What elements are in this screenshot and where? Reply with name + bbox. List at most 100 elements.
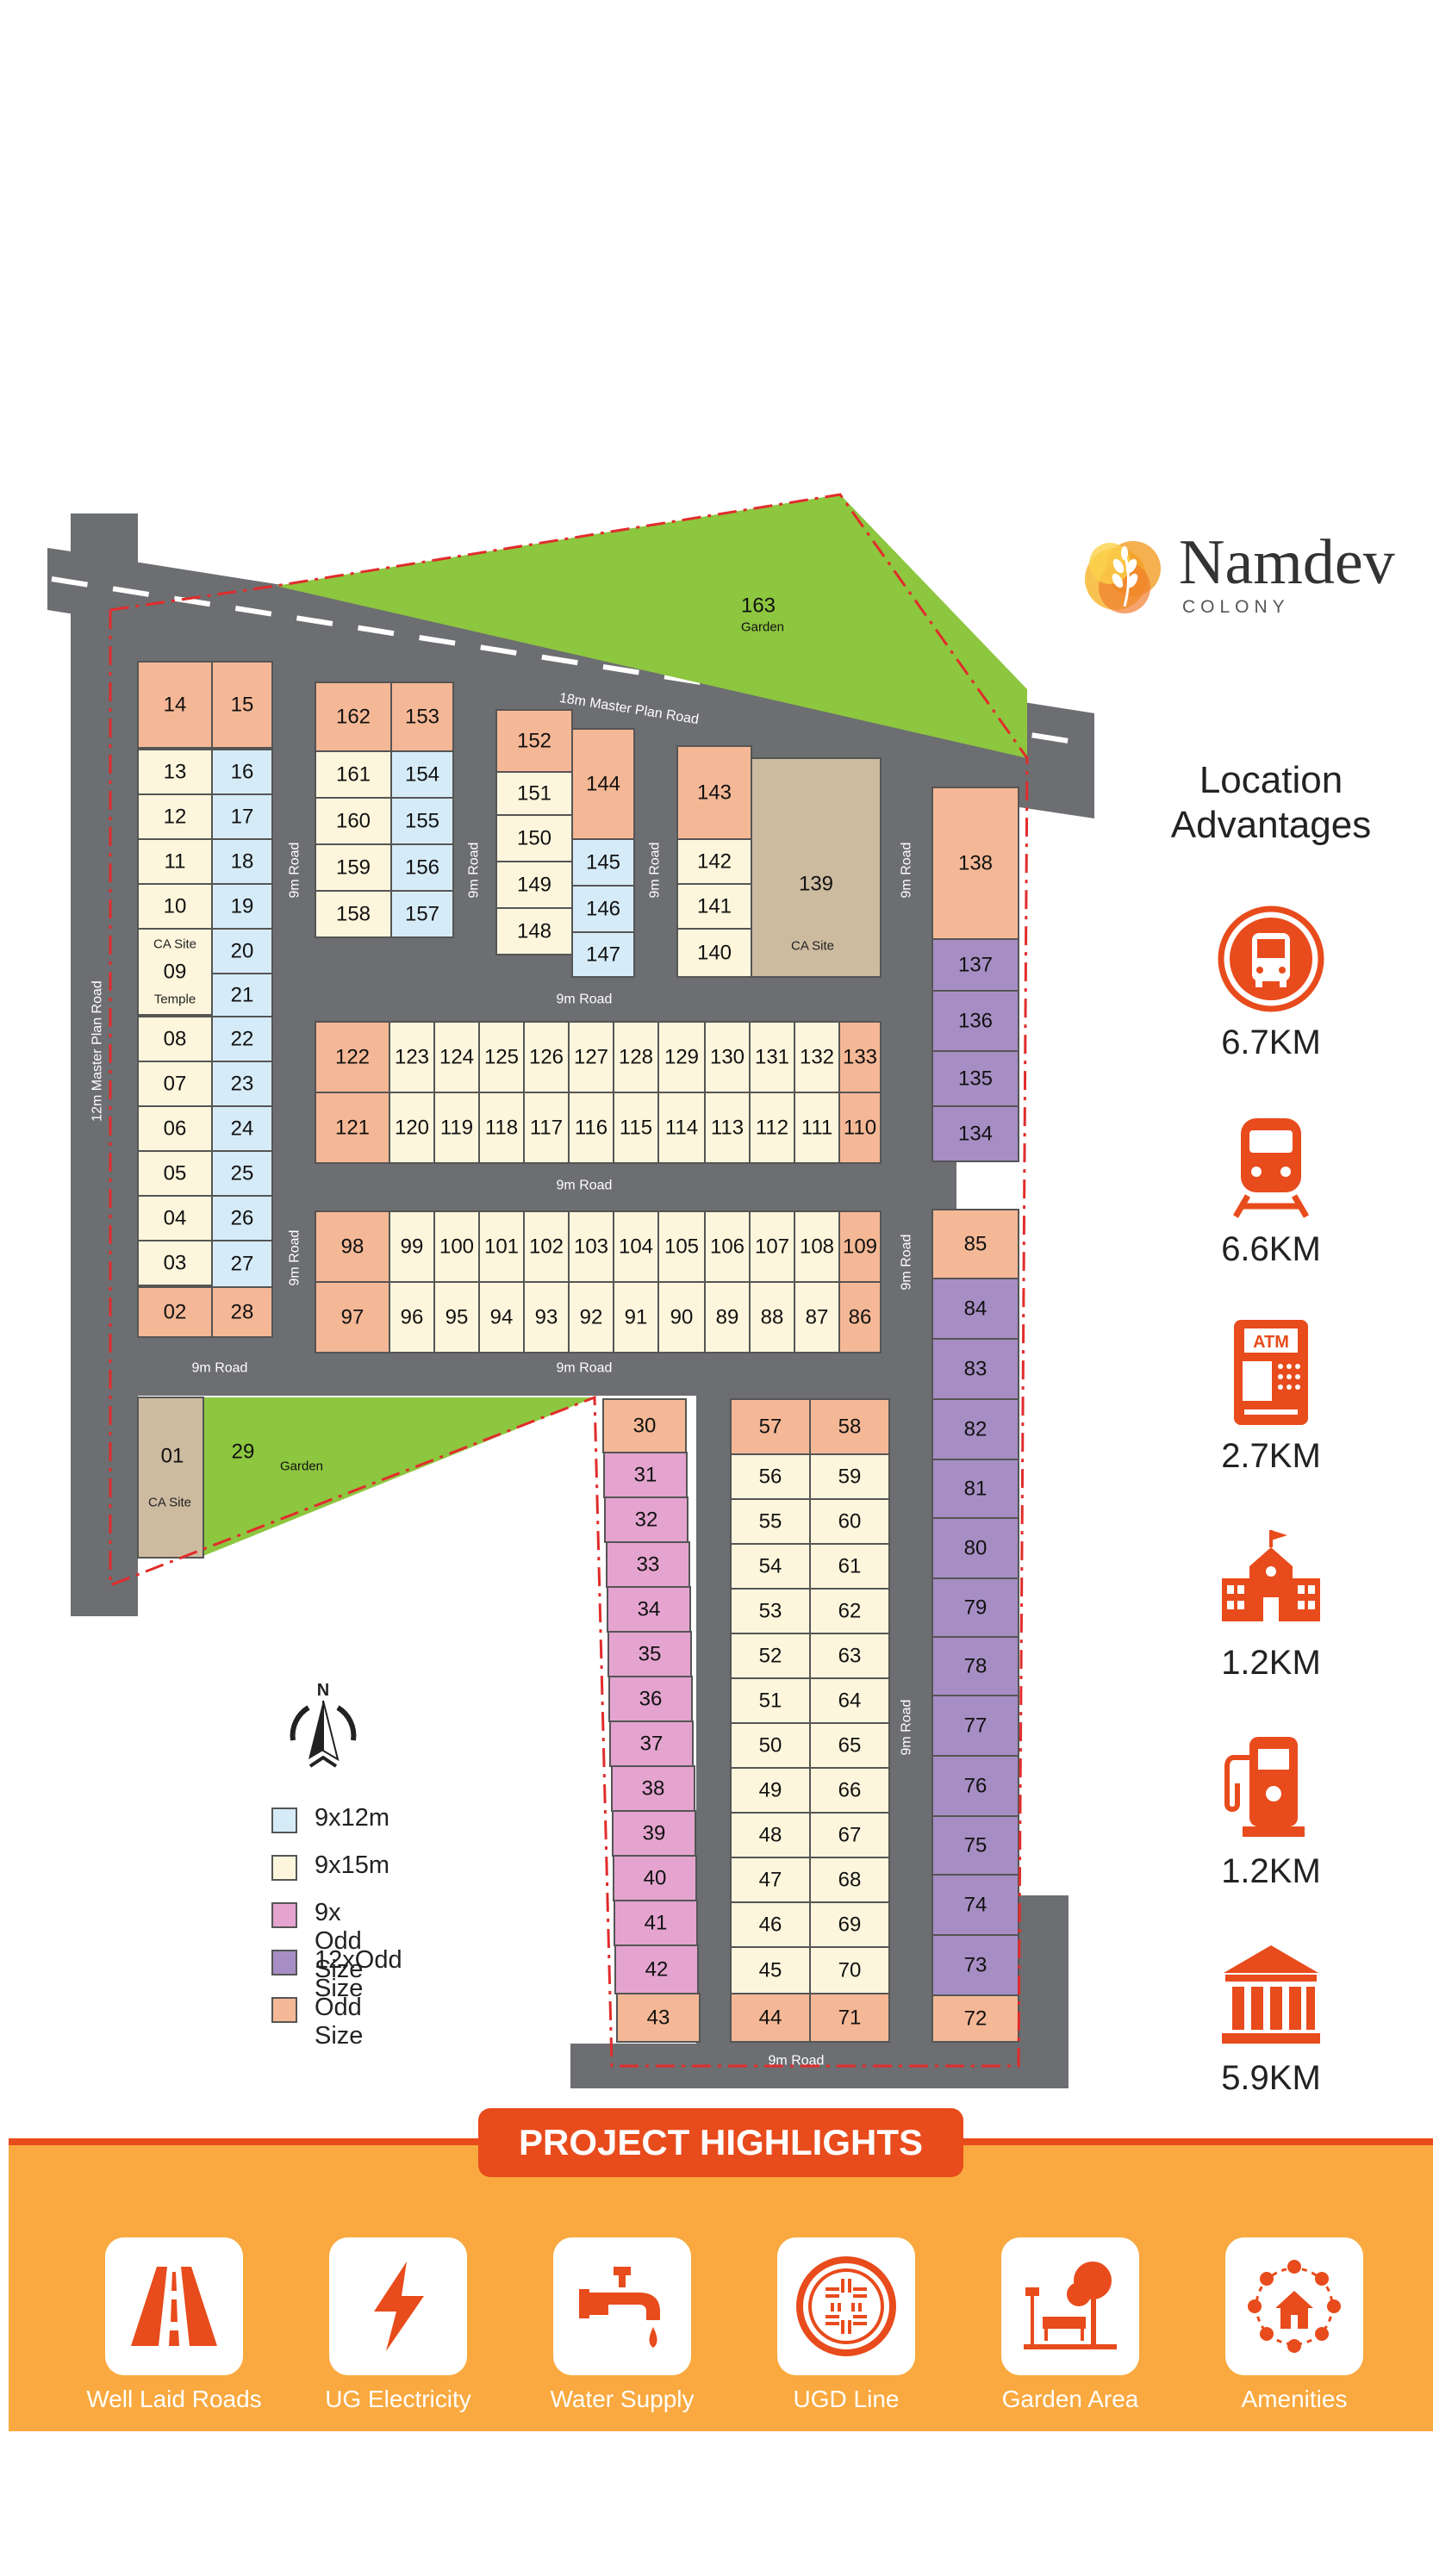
plot-01-num: 01 [161, 1445, 184, 1468]
plot-51-num: 51 [759, 1689, 782, 1713]
plot-44-num: 44 [759, 2007, 782, 2030]
plot-33-num: 33 [637, 1553, 660, 1577]
plot-145 [571, 838, 635, 887]
plot-52 [730, 1633, 811, 1679]
highlight-water: Water Supply [517, 2237, 724, 2431]
road-label-9m-l: 9m Road [769, 2054, 825, 2069]
plot-96 [389, 1281, 435, 1353]
plot-107 [749, 1210, 795, 1283]
plot-97 [315, 1281, 390, 1353]
plot-43 [616, 1993, 701, 2043]
plot-155-num: 155 [405, 810, 439, 833]
road-label-9m-f: 9m Road [557, 1179, 613, 1193]
plot-109-num: 109 [843, 1235, 877, 1259]
plot-16 [211, 749, 273, 795]
plot-89 [704, 1281, 751, 1353]
plot-100 [433, 1210, 480, 1283]
plot-114 [657, 1092, 706, 1164]
highlight-electricity: UG Electricity [293, 2237, 500, 2431]
plot-120 [389, 1092, 435, 1164]
plot-124-num: 124 [439, 1046, 474, 1069]
plot-49 [730, 1767, 811, 1814]
plot-147 [571, 931, 635, 978]
plot-29-num-visible: 29 [232, 1440, 255, 1464]
plot-159 [315, 843, 392, 892]
plot-39 [612, 1810, 696, 1857]
plot-23-num: 23 [231, 1073, 254, 1096]
north-compass-icon: N [290, 1681, 357, 1768]
plot-09 [137, 928, 213, 1016]
plot-66-num: 66 [838, 1779, 862, 1802]
plot-114-num: 114 [665, 1117, 698, 1140]
plot-75-num: 75 [964, 1834, 988, 1857]
plot-44 [730, 1993, 811, 2043]
plot-48 [730, 1812, 811, 1858]
plot-64 [809, 1677, 890, 1724]
plot-71 [809, 1993, 890, 2043]
plot-157 [390, 890, 454, 938]
plot-74-num: 74 [964, 1894, 988, 1917]
plot-14-num: 14 [164, 694, 187, 717]
plot-154-num: 154 [405, 763, 439, 787]
plot-112 [749, 1092, 795, 1164]
plot-22-num: 22 [231, 1028, 254, 1051]
plot-06-num: 06 [164, 1117, 187, 1141]
plot-156-num: 156 [405, 856, 439, 880]
brand-logo-block: Namdev COLONY [1077, 517, 1422, 629]
road-label-9m-j: 9m Road [900, 1235, 914, 1291]
plot-144-num: 144 [586, 773, 620, 796]
plot-145-num: 145 [586, 851, 620, 874]
plot-54-num: 54 [759, 1555, 782, 1578]
plot-52-num: 52 [759, 1645, 782, 1668]
plot-127 [568, 1021, 614, 1093]
plot-74 [931, 1874, 1019, 1936]
plot-12 [137, 793, 213, 840]
plot-83-num: 83 [964, 1358, 988, 1381]
plot-30 [602, 1398, 687, 1453]
plot-43-num: 43 [647, 2007, 670, 2030]
plot-79 [931, 1577, 1019, 1638]
school-distance: 1.2KM [1221, 1644, 1321, 1682]
plot-13-num: 13 [164, 761, 187, 784]
location-item-bank: 5.9KM [1172, 1938, 1370, 2124]
plot-99-num: 99 [401, 1235, 424, 1259]
plot-15-num: 15 [231, 694, 254, 717]
plot-103-num: 103 [574, 1235, 608, 1259]
plot-69 [809, 1901, 890, 1948]
plot-99 [389, 1210, 435, 1283]
plot-136-num: 136 [958, 1010, 993, 1033]
plot-88-num: 88 [761, 1306, 784, 1329]
plot-49-num: 49 [759, 1779, 782, 1802]
plot-80-num: 80 [964, 1537, 988, 1560]
plot-161-num: 161 [336, 763, 371, 787]
plot-84 [931, 1278, 1019, 1340]
plot-116-num: 116 [575, 1117, 607, 1140]
plot-142-num: 142 [697, 850, 732, 874]
atm-distance: 2.7KM [1221, 1437, 1321, 1475]
road-label-9m-e: 9m Road [557, 992, 613, 1007]
brand-subtitle: COLONY [1182, 597, 1290, 617]
plot-133-num: 133 [843, 1046, 877, 1069]
plot-56-num: 56 [759, 1465, 782, 1489]
garden-163-label: Garden [741, 620, 784, 635]
plot-22 [211, 1016, 273, 1062]
plot-137 [931, 938, 1019, 992]
plot-105 [657, 1210, 706, 1283]
plot-86-num: 86 [849, 1306, 872, 1329]
plot-94-num: 94 [490, 1306, 514, 1329]
plot-87 [794, 1281, 840, 1353]
plot-140 [676, 928, 752, 978]
bus-icon [1218, 905, 1324, 1012]
plot-55-num: 55 [759, 1510, 782, 1534]
plot-53-num: 53 [759, 1600, 782, 1623]
plot-142 [676, 838, 752, 885]
plot-82 [931, 1398, 1019, 1460]
plot-86 [838, 1281, 882, 1353]
plot-98 [315, 1210, 390, 1283]
plot-58 [809, 1398, 890, 1455]
ca-site-label-09: CA Site [153, 937, 196, 952]
garden-29 [203, 1397, 595, 1556]
highlight-roads-label: Well Laid Roads [86, 2386, 262, 2412]
plot-73 [931, 1934, 1019, 1996]
